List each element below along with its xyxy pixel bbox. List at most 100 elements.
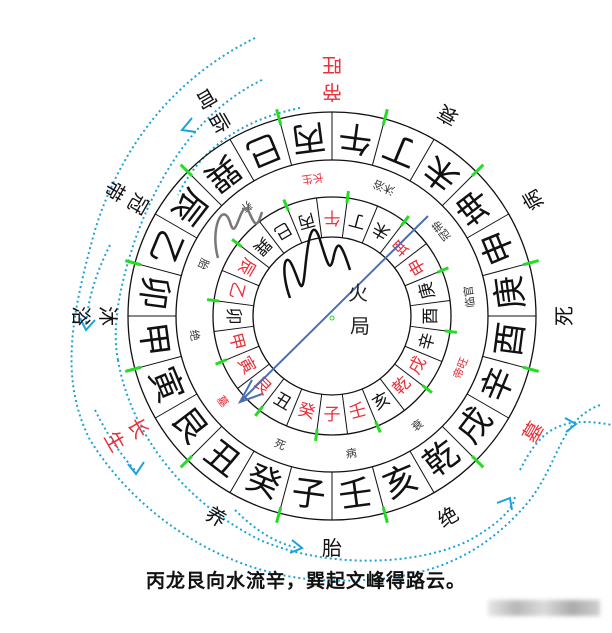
outer-tick — [179, 163, 194, 178]
outer-stage-char: 带 — [99, 176, 130, 205]
middle-mountain: 申 — [405, 254, 431, 279]
middle-mountain: 卯 — [223, 308, 243, 325]
outer-ring-divider — [482, 355, 530, 370]
middle-ring-divider — [361, 388, 379, 427]
outer-tick — [522, 259, 540, 267]
inner-stage-label: 临官 — [461, 285, 478, 309]
outer-mountain: 巽 — [197, 147, 248, 199]
middle-mountain: 辰 — [233, 254, 259, 279]
outer-mountain: 乾 — [416, 433, 467, 485]
outer-tick — [470, 163, 485, 178]
arrow-icon — [496, 496, 513, 511]
middle-ring-divider — [404, 269, 443, 287]
outer-ring-divider — [134, 355, 182, 370]
outer-tick — [522, 365, 540, 373]
outer-stage-char: 浴 — [69, 306, 93, 326]
outer-mountain: 未 — [416, 147, 467, 199]
outer-ring-divider — [278, 466, 293, 514]
outer-ring-divider — [441, 425, 477, 461]
middle-ring-divider — [259, 378, 285, 411]
water-flow-line — [70, 37, 601, 582]
water-flow-line — [177, 107, 301, 196]
arrow-icon — [79, 317, 96, 332]
middle-ring-divider — [213, 325, 254, 333]
middle-ring-divider — [221, 345, 260, 363]
outer-stage-label: 胎 — [322, 536, 342, 560]
outer-mountain: 申 — [473, 224, 523, 271]
outer-stage-label: 墓 — [518, 417, 549, 446]
outer-ring-divider — [278, 118, 293, 166]
outer-mountain: 子 — [289, 472, 328, 516]
inner-stage-label: 死 — [272, 437, 287, 453]
outer-mountain: 酉 — [488, 320, 532, 359]
inner-stage-label: 冠带 — [430, 218, 454, 243]
ring-circle — [252, 236, 412, 396]
center-label-ju: 局 — [350, 314, 370, 338]
outer-tick — [124, 365, 142, 373]
inner-stage-label: 长生 — [301, 170, 325, 187]
middle-mountain: 壬 — [347, 400, 369, 424]
middle-tick — [444, 329, 458, 334]
outer-ring-divider — [187, 425, 223, 461]
arrow-icon — [127, 461, 145, 476]
outer-stage-label: 沐浴 — [69, 306, 120, 326]
outer-mountain: 辛 — [473, 362, 523, 409]
middle-ring-divider — [315, 197, 323, 238]
outer-ring-divider — [134, 262, 182, 277]
outer-ring-divider — [371, 118, 386, 166]
water-arrows — [79, 117, 578, 554]
middle-ring-divider — [259, 221, 285, 254]
outer-stage-char: 生 — [99, 427, 130, 456]
inner-stage-label: 病 — [345, 445, 358, 460]
outer-stage-char: 帝 — [322, 80, 342, 104]
water-flow-lines — [70, 37, 612, 582]
outer-mountain: 辰 — [163, 181, 215, 232]
outer-mountain: 癸 — [240, 457, 287, 507]
middle-ring-divider — [394, 363, 427, 389]
outer-ring-divider — [229, 139, 255, 182]
inner-stage-label: 帝旺 — [450, 355, 471, 381]
arrow-icon — [180, 117, 197, 133]
middle-mountain: 巳 — [270, 217, 295, 243]
center-dot — [329, 315, 335, 321]
outer-ring-divider — [466, 213, 509, 239]
middle-ring-divider — [285, 388, 303, 427]
outer-tick — [470, 454, 485, 469]
outer-ring-divider — [409, 139, 435, 182]
outer-stage-char: 沐 — [96, 306, 120, 326]
outer-mountain: 丑 — [197, 433, 248, 485]
outer-stage-char: 墓 — [518, 417, 549, 446]
middle-ring-divider — [237, 243, 270, 269]
outer-ring-divider — [409, 450, 435, 493]
middle-ring-divider — [361, 205, 379, 244]
outer-stage-label: 冠带 — [99, 176, 153, 219]
outer-tick — [275, 108, 283, 126]
middle-ring-divider — [315, 394, 323, 435]
middle-mountain: 癸 — [296, 400, 318, 424]
inner-stage-label: 衰 — [409, 416, 426, 434]
middle-ring-divider — [404, 345, 443, 363]
outer-mountain: 壬 — [336, 472, 375, 516]
outer-ring-divider — [155, 393, 198, 419]
outer-stage-label: 长生 — [99, 413, 153, 456]
middle-tick — [345, 190, 350, 204]
middle-ring-divider — [341, 197, 349, 238]
middle-ring-divider — [410, 325, 451, 333]
center-label-fire: 火 — [348, 281, 368, 305]
outer-stage-char: 胎 — [322, 536, 342, 560]
ring-circle — [212, 196, 452, 436]
middle-tick — [231, 238, 243, 248]
outer-ring-divider — [229, 450, 255, 493]
middle-ring-divider — [379, 378, 405, 411]
direction-line — [237, 215, 429, 404]
middle-mountain: 戌 — [405, 353, 431, 378]
middle-tick — [282, 199, 290, 212]
middle-ring-divider — [410, 299, 451, 307]
middle-mountain: 乙 — [225, 280, 249, 302]
outer-stage-char: 绝 — [433, 502, 462, 533]
outer-ring-divider — [466, 393, 509, 419]
middle-mountain: 庚 — [416, 280, 440, 302]
outer-mountain: 庚 — [488, 273, 532, 312]
middle-mountain: 丑 — [270, 389, 295, 415]
